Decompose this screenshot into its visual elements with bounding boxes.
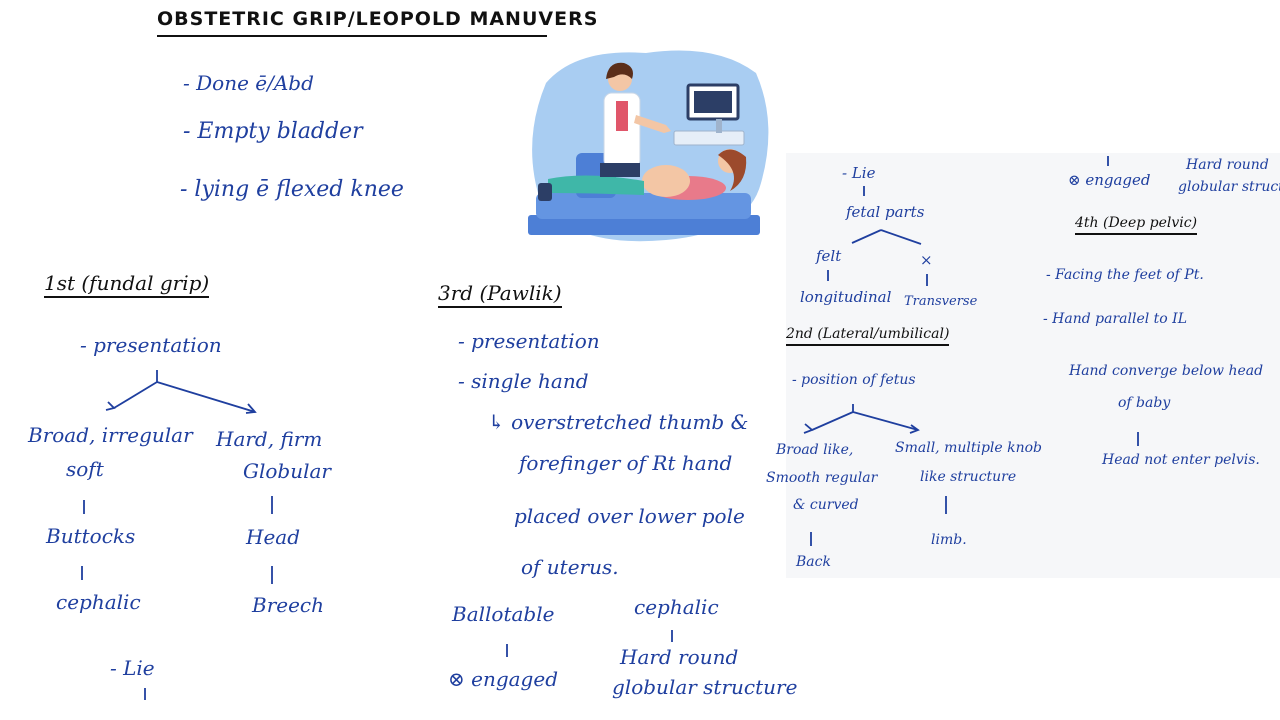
panel-x-mark: × [920, 251, 933, 269]
panel-left-branch-line: & curved [793, 497, 859, 513]
panel-converge-line: of baby [1118, 395, 1171, 411]
third-cephalic: cephalic [634, 595, 719, 619]
fourth-item: - Hand parallel to IL [1043, 311, 1188, 327]
prereq-item: - lying ē flexed knee [180, 177, 404, 202]
panel-transverse: Transverse [904, 294, 978, 309]
panel-hard-round: Hard round [1186, 157, 1269, 173]
third-detail-line: ↳ overstretched thumb & [488, 410, 749, 434]
fourth-item: - Facing the feet of Pt. [1046, 267, 1204, 283]
panel-left-branch-line: Broad like, [776, 442, 854, 458]
page-title: OBSTETRIC GRIP/LEOPOLD MANUVERS [157, 8, 599, 30]
first-cephalic: cephalic [56, 590, 141, 614]
first-grip-heading: 1st (fundal grip) [44, 272, 210, 298]
title-underline [157, 35, 547, 37]
panel-left-branch-line: Smooth regular [766, 470, 878, 486]
first-right-branch-line2: Globular [243, 459, 331, 483]
panel-back: Back [796, 554, 831, 570]
panel-converge-line: Hand converge below head [1069, 363, 1264, 379]
first-buttocks: Buttocks [46, 524, 136, 548]
third-globular: globular structure [612, 675, 798, 699]
prereq-item: - Done ē/Abd [183, 71, 314, 95]
panel-not-enter: Head not enter pelvis. [1102, 452, 1260, 468]
first-lie: - Lie [110, 656, 155, 680]
third-detail-line: placed over lower pole [514, 504, 745, 528]
first-head: Head [246, 525, 301, 549]
third-detail-line: of uterus. [521, 555, 619, 579]
third-item: - single hand [458, 369, 589, 393]
third-ballotable: Ballotable [452, 602, 555, 626]
panel-limb: limb. [931, 532, 967, 548]
doctor-ultrasound-illustration [528, 50, 769, 242]
third-hard-round: Hard round [620, 645, 739, 669]
panel-position: - position of fetus [792, 372, 916, 388]
third-grip-heading: 3rd (Pawlik) [438, 282, 562, 308]
third-engaged: ⊗ engaged [448, 667, 558, 691]
first-presentation: - presentation [80, 333, 222, 357]
prereq-item: - Empty bladder [183, 119, 363, 144]
second-grip-heading: 2nd (Lateral/umbilical) [786, 326, 950, 347]
panel-longitudinal: longitudinal [800, 288, 892, 306]
first-left-branch-line2: soft [66, 457, 104, 481]
panel-engaged: ⊗ engaged [1068, 171, 1151, 189]
panel-right-branch-line: Small, multiple knob [895, 440, 1043, 456]
panel-lie: - Lie [842, 164, 876, 182]
panel-felt: felt [816, 247, 842, 265]
panel-right-branch-line: like structure [920, 469, 1017, 485]
fourth-grip-heading: 4th (Deep pelvic) [1075, 215, 1198, 236]
third-item: - presentation [458, 329, 600, 353]
first-breech: Breech [252, 593, 325, 617]
first-right-branch-line1: Hard, firm [216, 427, 323, 451]
panel-globular: globular structure [1178, 179, 1280, 195]
first-left-branch-line1: Broad, irregular [28, 423, 193, 447]
third-detail-line: forefinger of Rt hand [519, 451, 733, 475]
right-notes-panel [786, 153, 1280, 578]
panel-fetal-parts: fetal parts [846, 203, 925, 221]
